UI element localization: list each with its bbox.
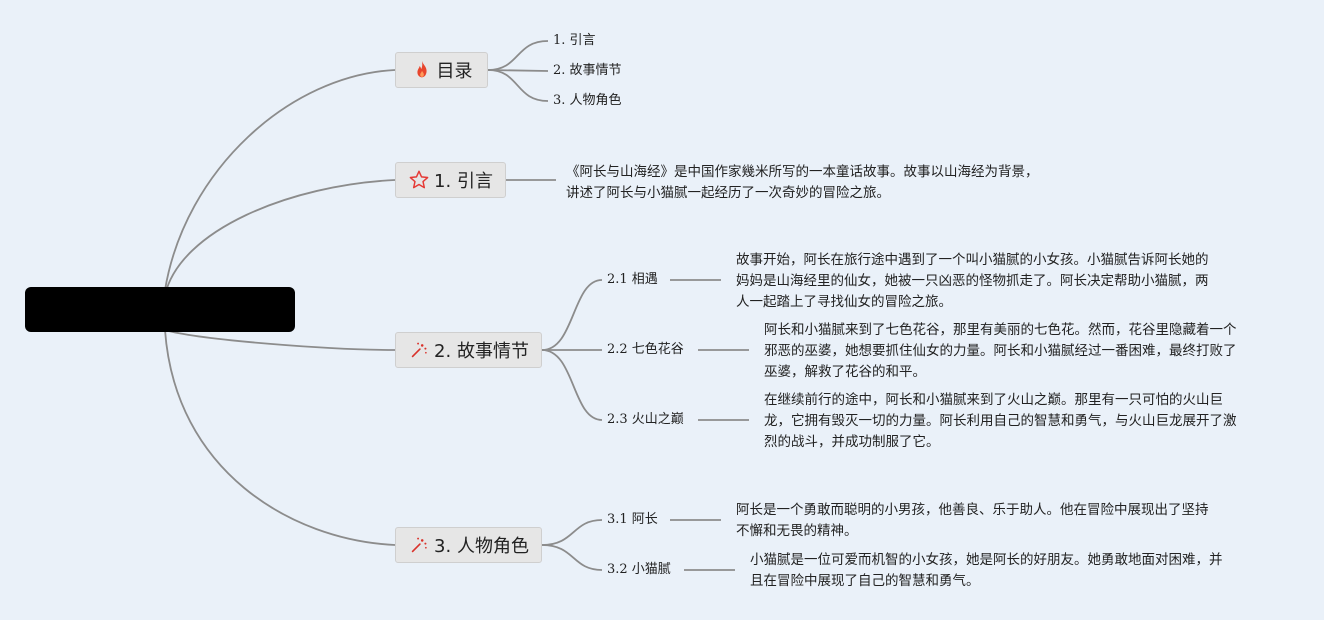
connector-toc-1 (487, 40, 549, 71)
plot-sub-text: 阿长和小猫腻来到了七色花谷，那里有美丽的七色花。然而，花谷里隐藏着一个 邪恶的巫… (764, 322, 1237, 380)
plot-sub-text: 在继续前行的途中，阿长和小猫腻来到了火山之巅。那里有一只可怕的火山巨 龙，它拥有… (764, 392, 1237, 450)
toc-item[interactable]: 2. 故事情节 (553, 63, 622, 78)
characters-sub-label[interactable]: 3.1 阿长 (607, 512, 658, 527)
characters-sub-text: 小猫腻是一位可爱而机智的小女孩，她是阿长的好朋友。她勇敢地面对困难，并 且在冒险… (750, 552, 1223, 589)
topic-characters-label: 3. 人物角色 (434, 536, 529, 557)
characters-sub-label[interactable]: 3.2 小猫腻 (607, 562, 671, 577)
connector-plot-1 (541, 279, 603, 351)
topic-plot-label: 2. 故事情节 (434, 341, 529, 362)
root-node[interactable] (25, 287, 295, 332)
topic-intro[interactable]: 1. 引言 (395, 162, 506, 198)
connector-root-characters (164, 329, 396, 546)
characters-sub-text: 阿长是一个勇敢而聪明的小男孩，他善良、乐于助人。他在冒险中展现出了坚持 不懈和无… (736, 502, 1209, 539)
connector-toc-3 (487, 69, 549, 102)
connector-char-2 (541, 544, 603, 571)
topic-characters[interactable]: 3. 人物角色 (395, 527, 542, 563)
connector-root-intro (164, 179, 396, 296)
topic-plot[interactable]: 2. 故事情节 (395, 332, 542, 368)
plot-sub-label[interactable]: 2.3 火山之巅 (607, 412, 684, 427)
connector-root-toc (164, 69, 396, 291)
toc-item[interactable]: 1. 引言 (553, 33, 596, 48)
intro-text: 《阿长与山海经》是中国作家幾米所写的一本童话故事。故事以山海经为背景， 讲述了阿… (566, 164, 1039, 201)
plot-sub-text: 故事开始，阿长在旅行途中遇到了一个叫小猫腻的小女孩。小猫腻告诉阿长她的 妈妈是山… (736, 252, 1209, 310)
connector-plot-3 (541, 349, 603, 421)
toc-item[interactable]: 3. 人物角色 (553, 93, 622, 108)
sparkle-wand-icon (408, 339, 430, 361)
connector-root-plot (164, 329, 396, 351)
sparkle-wand-icon (408, 534, 430, 556)
plot-sub-label[interactable]: 2.2 七色花谷 (607, 342, 684, 357)
star-icon (408, 169, 430, 191)
connector-char-1 (541, 519, 603, 546)
connector-toc-2 (487, 69, 549, 72)
plot-sub-label[interactable]: 2.1 相遇 (607, 272, 658, 287)
topic-toc[interactable]: 目录 (395, 52, 488, 88)
fire-icon (411, 59, 433, 81)
topic-toc-label: 目录 (436, 61, 473, 82)
topic-intro-label: 1. 引言 (434, 171, 493, 192)
